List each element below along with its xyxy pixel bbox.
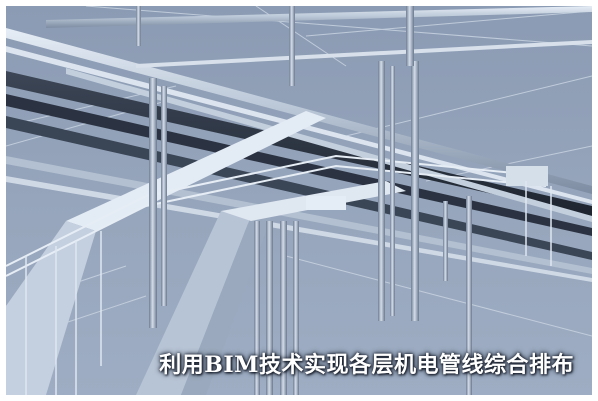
upper-branch-pipe	[136, 40, 592, 68]
image-caption: 利用BIM技术实现各层机电管线综合排布	[159, 352, 574, 378]
pipe-hangers	[25, 181, 552, 395]
vertical-risers	[136, 6, 472, 395]
duct-connector	[506, 166, 548, 186]
top-pipe	[46, 6, 592, 28]
duct-elbow	[306, 196, 346, 210]
pipe-network-illustration	[6, 6, 592, 395]
bim-pipe-render: 利用BIM技术实现各层机电管线综合排布	[6, 6, 592, 395]
